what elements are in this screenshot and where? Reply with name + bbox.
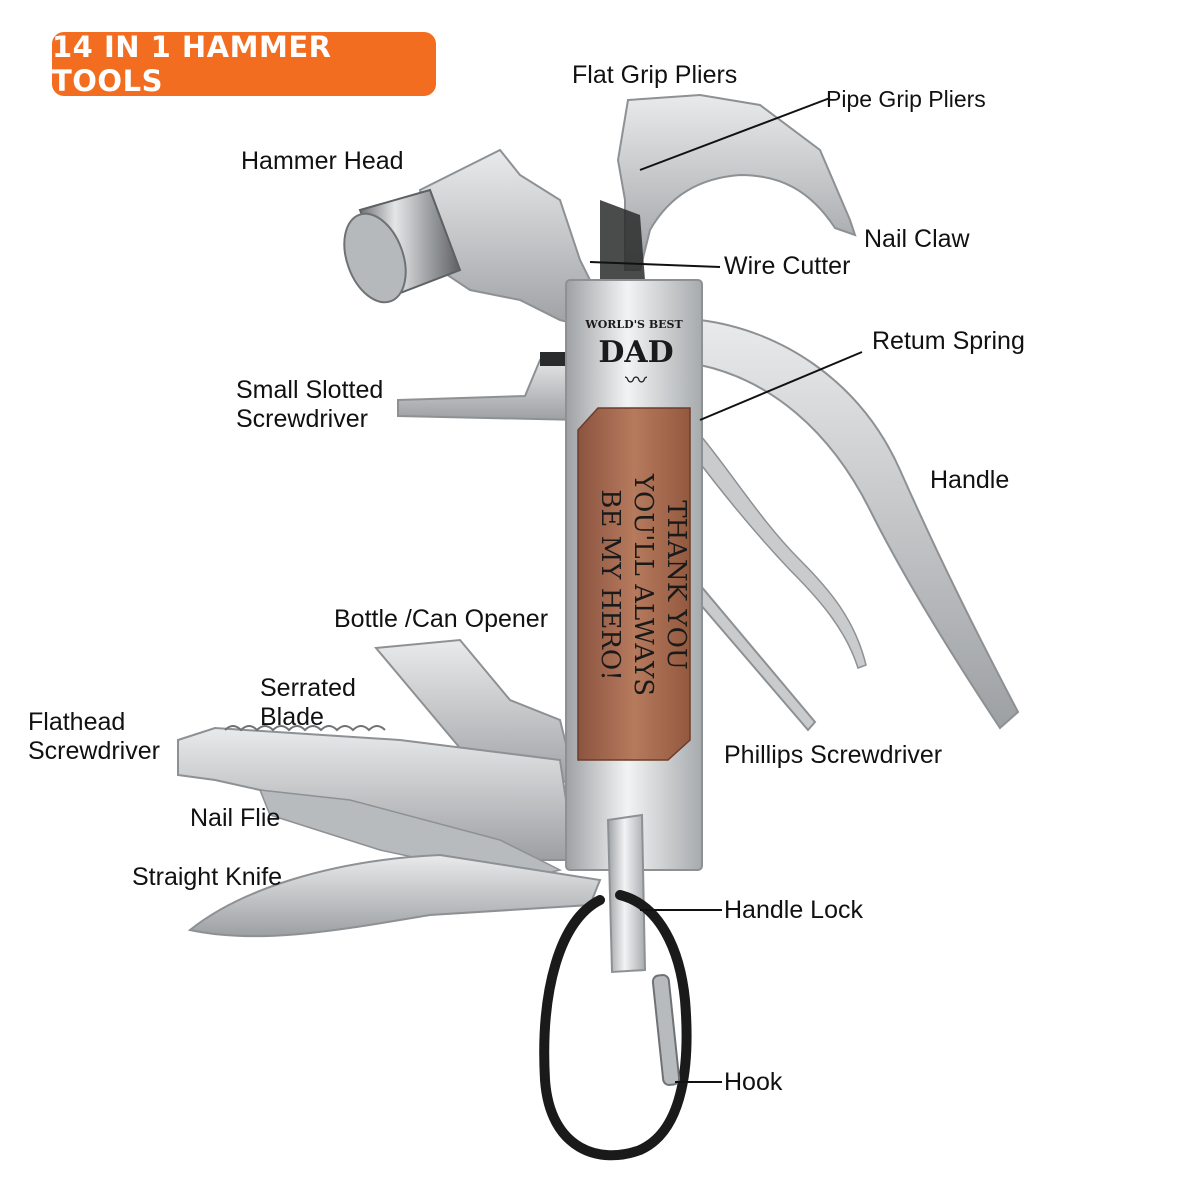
carabiner-hook [539, 890, 692, 1161]
engraving: WORLD'S BEST DAD 〰 THANK YOU YOU'LL ALWA… [584, 318, 691, 696]
label-flat-grip-pliers: Flat Grip Pliers [572, 61, 738, 89]
label-handle: Handle [930, 466, 1010, 494]
straight-knife [187, 853, 602, 938]
slotted-pivot [540, 352, 570, 366]
engraving-arc: WORLD'S BEST [584, 318, 683, 331]
label-small-slotted-line1: Small Slotted [236, 376, 384, 404]
label-straight-knife: Straight Knife [132, 863, 283, 891]
label-serrated-line2: Blade [260, 703, 324, 731]
mustache-icon: 〰 [625, 369, 647, 394]
title-badge: 14 IN 1 HAMMER TOOLS [52, 30, 436, 98]
label-nail-file: Nail Flie [190, 804, 281, 832]
leader-lines [589, 97, 863, 1083]
label-phillips-screwdriver: Phillips Screwdriver [724, 741, 943, 769]
label-handle-lock: Handle Lock [724, 896, 863, 924]
label-hammer-head: Hammer Head [241, 147, 404, 175]
engraving-line2: YOU'LL ALWAYS [628, 473, 658, 696]
pliers-jaws [616, 93, 857, 271]
serrated-blade [177, 726, 577, 861]
label-flathead-line1: Flathead [28, 708, 126, 736]
label-bottle-opener: Bottle /Can Opener [334, 605, 549, 633]
serrated-edge [224, 725, 386, 732]
engraving-line1: THANK YOU [661, 500, 691, 670]
engraving-title: DAD [598, 335, 673, 370]
label-pipe-grip-pliers: Pipe Grip Pliers [826, 86, 986, 112]
label-flathead-line2: Screwdriver [28, 737, 160, 765]
phillips-screwdriver [686, 583, 817, 732]
label-hook: Hook [724, 1068, 783, 1096]
label-nail-claw: Nail Claw [864, 225, 970, 253]
title-text: 14 IN 1 HAMMER TOOLS [52, 30, 332, 98]
label-wire-cutter: Wire Cutter [724, 252, 851, 280]
label-serrated-line1: Serrated [260, 674, 356, 702]
engraving-line3: BE MY HERO! [595, 489, 625, 680]
wood-inlay [577, 407, 691, 761]
label-return-spring: Retum Spring [872, 327, 1025, 355]
label-small-slotted-line2: Screwdriver [236, 405, 368, 433]
return-spring [689, 428, 867, 669]
hammer-head [343, 188, 462, 304]
carabiner-gate [651, 974, 681, 1086]
handle-arm [699, 318, 1020, 730]
